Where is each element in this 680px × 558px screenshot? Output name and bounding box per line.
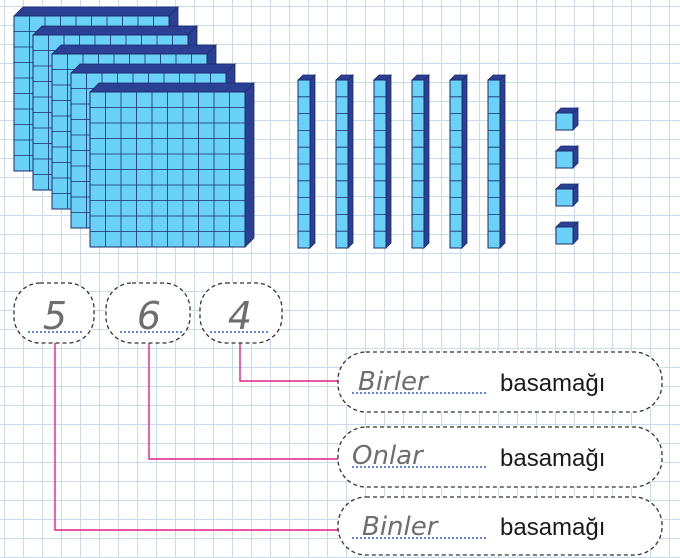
digit-ones: 4	[228, 294, 252, 338]
hundreds-plates	[14, 7, 254, 247]
digit-hundreds: 5	[43, 294, 67, 338]
ten-rod	[374, 75, 391, 248]
connector-lines	[55, 342, 338, 530]
digit-tens: 6	[137, 294, 161, 338]
tens-rods	[298, 75, 505, 248]
word-basamagi-1: basamağı	[500, 370, 605, 397]
handwritten-binler: Binler	[362, 512, 440, 542]
connector-hundreds	[55, 342, 338, 530]
connector-ones	[240, 342, 338, 381]
one-cube	[556, 222, 578, 244]
digit-box-tens: 6	[106, 283, 190, 343]
word-basamagi-2: basamağı	[500, 445, 605, 472]
handwritten-onlar: Onlar	[352, 441, 425, 471]
one-cube	[556, 184, 578, 206]
ones-cubes	[556, 108, 578, 244]
ten-rod	[298, 75, 315, 248]
ten-rod	[450, 75, 467, 248]
ten-rod	[412, 75, 429, 248]
digit-box-hundreds: 5	[14, 283, 94, 343]
ten-rod	[336, 75, 353, 248]
connector-tens	[149, 342, 338, 459]
one-cube	[556, 108, 578, 130]
handwritten-birler: Birler	[358, 367, 430, 397]
digit-box-ones: 4	[200, 283, 282, 343]
word-basamagi-3: basamağı	[500, 514, 605, 541]
ten-rod	[488, 75, 505, 248]
place-label-ones: Birler basamağı	[338, 352, 662, 412]
place-label-tens: Onlar basamağı	[338, 427, 662, 487]
place-label-thousands: Binler basamağı	[338, 497, 662, 555]
hundred-plate	[90, 83, 254, 247]
one-cube	[556, 146, 578, 168]
